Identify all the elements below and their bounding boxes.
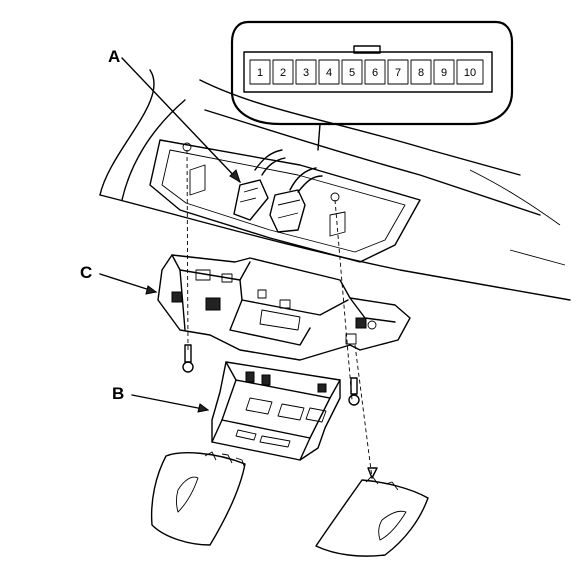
pin-number: 8: [418, 67, 424, 79]
pin-cell-6: [364, 59, 386, 85]
pin-cell-7: [387, 59, 409, 85]
pin-number: 4: [326, 67, 332, 79]
mounting-screws: [182, 142, 378, 479]
pin-cell-1: [249, 59, 271, 85]
connector-pin-row: 1 2 3 4 5 6 7 8 9 10: [249, 59, 484, 85]
callout-c: C: [80, 263, 158, 295]
pin-number: 9: [441, 67, 447, 79]
harness-connector-a: [233, 149, 323, 233]
callout-label-c: C: [80, 263, 92, 282]
callout-a: A: [108, 47, 241, 184]
pin-cell-3: [295, 59, 317, 85]
pin-cell-5: [341, 59, 363, 85]
pin-cell-2: [272, 59, 294, 85]
pin-cell-8: [410, 59, 432, 85]
pin-cell-9: [433, 59, 455, 85]
pin-number: 1: [257, 67, 263, 79]
connector-face-view: [230, 20, 514, 151]
leader-line-a: [121, 57, 241, 183]
pin-number: 7: [395, 67, 401, 79]
pin-number: 6: [372, 67, 378, 79]
pin-number: 5: [349, 67, 355, 79]
pin-number: 2: [280, 67, 286, 79]
pin-cell-10: [456, 59, 484, 85]
left-lens: [150, 451, 246, 546]
right-lens: [315, 475, 429, 557]
callout-label-a: A: [108, 47, 120, 66]
roof-headliner: [99, 69, 571, 301]
callout-b: B: [112, 384, 210, 413]
leader-line-b: [131, 394, 209, 411]
pin-number: 3: [303, 67, 309, 79]
callout-label-b: B: [112, 384, 124, 403]
pin-cell-4: [318, 59, 340, 85]
leader-line-c: [99, 273, 157, 293]
map-light-unit-b: [211, 361, 341, 461]
console-bracket-c: [157, 254, 411, 361]
pin-number: 10: [464, 67, 476, 79]
roof-console-opening: [149, 139, 421, 263]
